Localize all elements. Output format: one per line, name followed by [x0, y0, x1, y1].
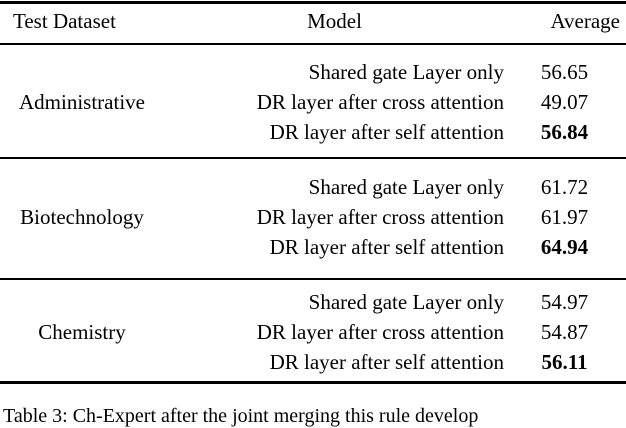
spacer-cell	[190, 262, 515, 273]
spacer-cell	[190, 158, 515, 172]
average-value: 61.72	[540, 174, 589, 199]
average-value-best: 56.11	[541, 349, 588, 374]
group-spacer	[0, 158, 626, 172]
spacer-cell	[0, 147, 190, 158]
spacer-cell	[515, 147, 626, 158]
model-name: Shared gate Layer only	[308, 289, 504, 314]
group-spacer	[0, 147, 626, 158]
spacer-cell	[0, 262, 190, 273]
table-header-row: Test Dataset Model Average	[0, 0, 626, 43]
model-name: Shared gate Layer only	[308, 174, 504, 199]
table-row: DR layer after cross attention 54.87	[0, 317, 626, 347]
average-value: 56.65	[540, 59, 589, 84]
model-name: DR layer after self attention	[269, 234, 504, 259]
model-name: DR layer after cross attention	[256, 319, 504, 344]
group-separator-rule-1	[0, 157, 626, 159]
average-value-best: 64.94	[540, 234, 589, 259]
column-header-average: Average	[550, 9, 620, 33]
spacer-cell	[0, 273, 190, 287]
table-row: DR layer after cross attention 49.07	[0, 87, 626, 117]
table-header-rule	[0, 43, 626, 45]
spacer-cell	[190, 43, 515, 57]
spacer-cell	[190, 273, 515, 287]
dataset-label-biotechnology: Biotechnology	[20, 204, 144, 229]
column-header-test-dataset: Test Dataset	[13, 9, 116, 33]
table-row: DR layer after self attention 56.84	[0, 117, 626, 147]
table-caption: Table 3: Ch-Expert after the joint mergi…	[3, 405, 479, 427]
average-value-best: 56.84	[540, 119, 589, 144]
average-value: 54.97	[540, 289, 589, 314]
spacer-cell	[515, 43, 626, 57]
results-table: Test Dataset Model Average Administrativ…	[0, 0, 626, 377]
spacer-cell	[515, 262, 626, 273]
model-name: DR layer after self attention	[269, 119, 504, 144]
table-row: Administrative Shared gate Layer only 56…	[0, 57, 626, 114]
spacer-cell	[515, 158, 626, 172]
spacer-cell	[515, 273, 626, 287]
table-row: DR layer after self attention 56.11	[0, 347, 626, 377]
average-value: 54.87	[540, 319, 589, 344]
model-name: DR layer after self attention	[269, 349, 504, 374]
spacer-cell	[0, 158, 190, 172]
group-spacer	[0, 43, 626, 57]
group-spacer	[0, 262, 626, 273]
table-row: DR layer after self attention 64.94	[0, 232, 626, 262]
table-row: Biotechnology Shared gate Layer only 61.…	[0, 172, 626, 229]
model-name: DR layer after cross attention	[256, 204, 504, 229]
dataset-label-administrative: Administrative	[19, 89, 145, 114]
spacer-cell	[0, 43, 190, 57]
average-value: 49.07	[540, 89, 589, 114]
table-top-rule	[0, 1, 626, 4]
table-row: Chemistry Shared gate Layer only 54.97	[0, 287, 626, 344]
table-bottom-rule	[0, 381, 626, 384]
group-spacer	[0, 273, 626, 287]
group-separator-rule-2	[0, 278, 626, 280]
model-name: DR layer after cross attention	[256, 89, 504, 114]
column-header-model: Model	[307, 9, 362, 33]
table-row: DR layer after cross attention 61.97	[0, 202, 626, 232]
dataset-label-chemistry: Chemistry	[38, 319, 126, 344]
average-value: 61.97	[540, 204, 589, 229]
spacer-cell	[190, 147, 515, 158]
model-name: Shared gate Layer only	[308, 59, 504, 84]
